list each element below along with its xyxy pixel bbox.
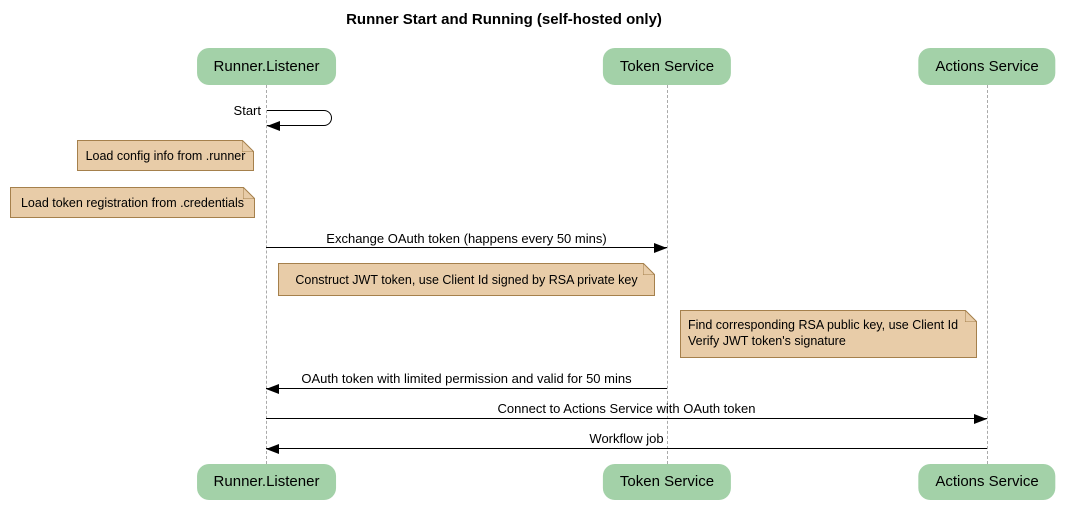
message-exchange-oauth-line <box>266 247 667 248</box>
message-start-label: Start <box>233 103 261 118</box>
message-connect-label: Connect to Actions Service with OAuth to… <box>497 401 756 416</box>
note-fold-icon <box>965 310 977 322</box>
participant-label: Token Service <box>619 473 715 490</box>
note-text: Load token registration from .credential… <box>20 195 245 210</box>
note-text: Construct JWT token, use Client Id signe… <box>295 272 638 287</box>
participant-top-runner-listener: Runner.Listener <box>196 48 337 85</box>
participant-label: Runner.Listener <box>213 473 320 490</box>
arrowhead-right-icon <box>654 243 667 253</box>
arrowhead-left-icon <box>266 444 279 454</box>
message-oauth-return-line <box>266 388 667 389</box>
participant-bottom-token-service: Token Service <box>602 464 732 500</box>
note-text-line2: Verify JWT token's signature <box>688 334 846 348</box>
message-oauth-return-label: OAuth token with limited permission and … <box>301 371 632 386</box>
message-connect-line <box>266 418 987 419</box>
participant-bottom-runner-listener: Runner.Listener <box>196 464 337 500</box>
note-text: Load config info from .runner <box>85 148 246 163</box>
arrowhead-right-icon <box>974 414 987 424</box>
note-load-token-registration: Load token registration from .credential… <box>10 187 255 218</box>
arrowhead-left-icon <box>266 384 279 394</box>
participant-label: Actions Service <box>935 473 1039 490</box>
lifeline-runner-listener <box>266 85 267 464</box>
arrowhead-left-icon <box>267 121 280 131</box>
lifeline-token-service <box>667 85 668 464</box>
participant-label: Actions Service <box>935 58 1039 75</box>
lifeline-actions-service <box>987 85 988 464</box>
note-load-config: Load config info from .runner <box>77 140 254 171</box>
participant-label: Token Service <box>619 58 715 75</box>
message-exchange-oauth-label: Exchange OAuth token (happens every 50 m… <box>326 231 607 246</box>
note-fold-icon <box>242 140 254 152</box>
diagram-title: Runner Start and Running (self-hosted on… <box>346 11 662 28</box>
participant-label: Runner.Listener <box>213 58 320 75</box>
message-workflow-job-line <box>266 448 987 449</box>
message-workflow-job-label: Workflow job <box>589 431 664 446</box>
participant-top-token-service: Token Service <box>602 48 732 85</box>
note-construct-jwt: Construct JWT token, use Client Id signe… <box>278 263 655 296</box>
participant-bottom-actions-service: Actions Service <box>918 464 1056 500</box>
self-message-loop-line <box>267 110 332 126</box>
participant-top-actions-service: Actions Service <box>918 48 1056 85</box>
note-fold-icon <box>643 263 655 275</box>
note-verify-jwt: Find corresponding RSA public key, use C… <box>680 310 977 358</box>
note-fold-icon <box>243 187 255 199</box>
note-text-line1: Find corresponding RSA public key, use C… <box>688 318 959 332</box>
